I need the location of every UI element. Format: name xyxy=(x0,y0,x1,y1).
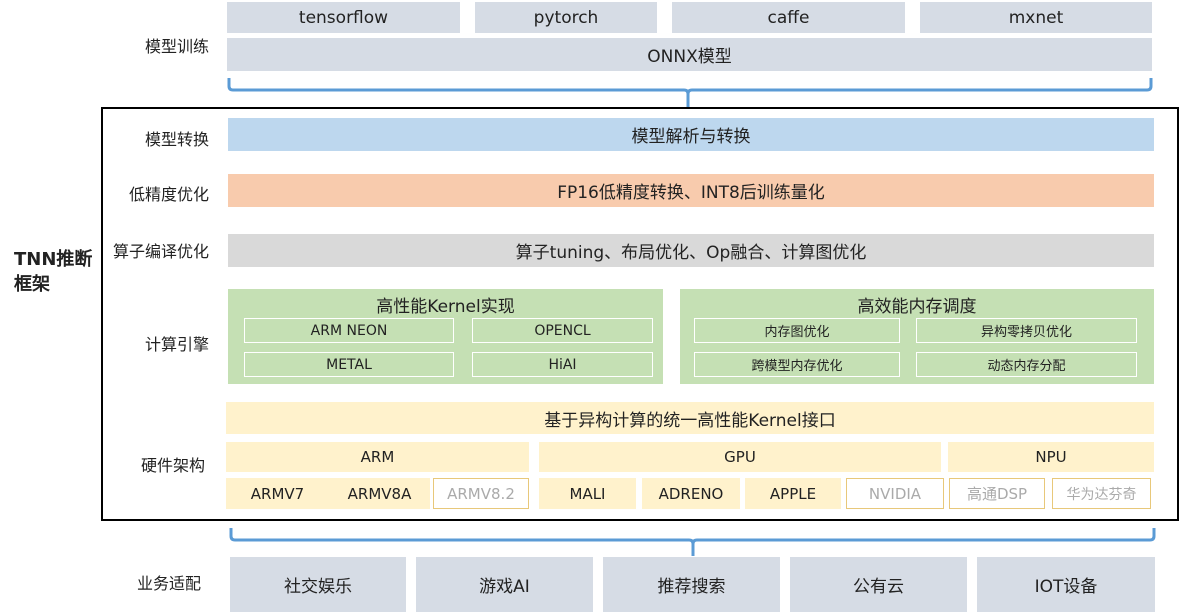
hw-item-apple: APPLE xyxy=(745,478,841,509)
memory-item-zero-copy: 异构零拷贝优化 xyxy=(916,318,1137,343)
top-brace xyxy=(227,78,1153,108)
kernel-item-arm-neon: ARM NEON xyxy=(244,318,454,343)
business-game-ai: 游戏AI xyxy=(416,557,593,612)
training-label: 模型训练 xyxy=(145,37,210,56)
hw-item-qualcomm-dsp: 高通DSP xyxy=(949,478,1045,509)
hw-item-huawei-davinci: 华为达芬奇 xyxy=(1052,478,1151,509)
memory-item-dynamic: 动态内存分配 xyxy=(916,352,1137,377)
framework-caffe: caffe xyxy=(672,2,905,33)
compute-label: 计算引擎 xyxy=(145,335,210,354)
hw-item-armv82: ARMV8.2 xyxy=(433,478,529,509)
bottom-brace xyxy=(229,528,1156,556)
business-iot: IOT设备 xyxy=(977,557,1155,612)
framework-mxnet: mxnet xyxy=(920,2,1152,33)
operator-content: 算子tuning、布局优化、Op融合、计算图优化 xyxy=(228,234,1154,267)
business-social: 社交娱乐 xyxy=(230,557,406,612)
kernel-item-hiai: HiAI xyxy=(472,352,653,377)
operator-label: 算子编译优化 xyxy=(113,242,210,261)
conversion-content: 模型解析与转换 xyxy=(228,118,1154,151)
low-precision-content: FP16低精度转换、INT8后训练量化 xyxy=(228,174,1154,207)
framework-pytorch: pytorch xyxy=(475,2,657,33)
kernel-item-opencl: OPENCL xyxy=(472,318,653,343)
hw-item-armv8a: ARMV8A xyxy=(329,478,430,509)
kernel-item-metal: METAL xyxy=(244,352,454,377)
framework-tensorflow: tensorflow xyxy=(227,2,460,33)
hw-group-arm: ARM xyxy=(226,442,529,472)
hw-group-gpu: GPU xyxy=(539,442,941,472)
tnn-framework-frame xyxy=(101,107,1179,521)
business-public-cloud: 公有云 xyxy=(790,557,967,612)
memory-item-graph: 内存图优化 xyxy=(694,318,900,343)
framework-title: TNN推断框架 xyxy=(14,249,93,295)
hw-item-armv7: ARMV7 xyxy=(226,478,329,509)
kernel-title: 高性能Kernel实现 xyxy=(376,296,515,317)
onnx-model: ONNX模型 xyxy=(227,38,1152,71)
memory-item-cross-model: 跨模型内存优化 xyxy=(694,352,900,377)
hw-item-adreno: ADRENO xyxy=(642,478,740,509)
business-recommend: 推荐搜索 xyxy=(603,557,780,612)
hardware-label: 硬件架构 xyxy=(141,456,206,475)
conversion-label: 模型转换 xyxy=(145,130,210,149)
memory-title: 高效能内存调度 xyxy=(857,296,977,317)
business-label: 业务适配 xyxy=(137,574,202,593)
hw-item-mali: MALI xyxy=(539,478,636,509)
low-precision-label: 低精度优化 xyxy=(129,185,210,204)
hw-group-npu: NPU xyxy=(948,442,1154,472)
hw-item-nvidia: NVIDIA xyxy=(846,478,944,509)
hardware-interface: 基于异构计算的统一高性能Kernel接口 xyxy=(226,402,1154,434)
